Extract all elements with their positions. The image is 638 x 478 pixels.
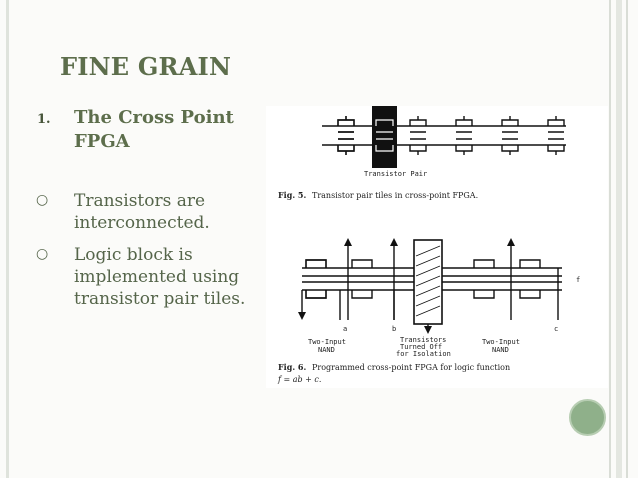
isolation-label-1: Transistors	[400, 336, 446, 344]
isolation-label-2: Turned Off	[400, 343, 442, 351]
fig5-caption: Transistor pair tiles in cross-point FPG…	[312, 191, 478, 200]
nand-left-label-1: Two-Input	[308, 338, 346, 346]
fig6-caption: Programmed cross-point FPGA for logic fu…	[312, 363, 510, 372]
right-border-rule-outer	[626, 0, 628, 478]
decorative-circle	[569, 399, 606, 436]
input-c-label: c	[554, 325, 558, 333]
hollow-circle-bullet-icon: ○	[36, 246, 49, 262]
cross-point-fpga-figure: Transistor Pair Fig. 5. Transistor pair …	[266, 106, 608, 388]
fig6-formula: f = ab + c.	[277, 375, 321, 384]
hollow-circle-bullet-icon: ○	[36, 192, 49, 208]
fig5-tiles	[322, 115, 566, 156]
transistor-pair-label: Transistor Pair	[364, 170, 427, 178]
transistor-pair-highlight	[372, 106, 397, 168]
input-a-label: a	[343, 325, 347, 333]
input-b-label: b	[392, 325, 396, 333]
slide-title: FINE GRAIN	[60, 52, 232, 81]
nand-left-label-2: NAND	[318, 346, 335, 354]
isolation-label-3: for Isolation	[396, 350, 451, 358]
right-border-band	[616, 0, 622, 478]
fig5-caption-prefix: Fig. 5.	[278, 190, 306, 200]
right-border-rule	[609, 0, 611, 478]
bullet-text: Transistors are interconnected.	[74, 191, 210, 233]
list-heading: The Cross Point FPGA	[74, 107, 234, 152]
cross-point-fpga-diagram: Transistor Pair Fig. 5. Transistor pair …	[277, 106, 580, 384]
bullet-text: Logic block is implemented using transis…	[74, 245, 246, 309]
nand-right-label-1: Two-Input	[482, 338, 520, 346]
list-number: 1.	[37, 112, 51, 127]
left-border-rule	[6, 0, 9, 478]
fig6-arrows	[298, 238, 515, 334]
nand-right-label-2: NAND	[492, 346, 509, 354]
output-f-label: f	[576, 276, 580, 284]
fig6-caption-prefix: Fig. 6.	[278, 362, 306, 372]
